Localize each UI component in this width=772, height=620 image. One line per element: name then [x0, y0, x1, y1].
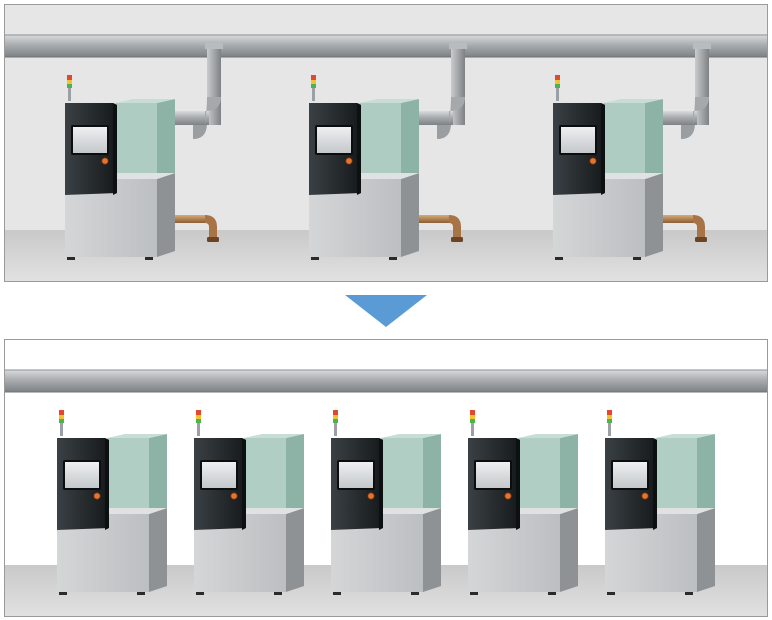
green-light-icon — [555, 84, 560, 88]
floor-pipe — [175, 215, 207, 223]
power-button-icon — [367, 492, 375, 500]
power-button-icon — [345, 157, 353, 165]
power-button-icon — [101, 157, 109, 165]
yellow-light-icon — [555, 80, 560, 84]
exhaust-duct — [451, 45, 465, 125]
green-light-icon — [607, 419, 612, 423]
machine-5 — [605, 410, 715, 595]
red-light-icon — [333, 410, 338, 415]
machine-2 — [194, 410, 304, 595]
before-scene-illustration — [5, 5, 767, 281]
exhaust-connector — [413, 111, 453, 125]
red-light-icon — [67, 75, 72, 80]
power-button-icon — [504, 492, 512, 500]
green-light-icon — [470, 419, 475, 423]
machine-screen — [65, 462, 99, 488]
yellow-light-icon — [333, 415, 338, 419]
machine-screen — [317, 127, 351, 153]
machine-screen — [202, 462, 236, 488]
machine-1 — [65, 75, 175, 260]
machine-4 — [468, 410, 578, 595]
before-scene-panel — [4, 4, 768, 282]
machine-screen — [613, 462, 647, 488]
machine-2 — [309, 75, 419, 260]
floor-pipe — [663, 215, 695, 223]
green-light-icon — [59, 419, 64, 423]
red-light-icon — [607, 410, 612, 415]
power-button-icon — [641, 492, 649, 500]
exhaust-duct — [695, 45, 709, 125]
red-light-icon — [311, 75, 316, 80]
yellow-light-icon — [311, 80, 316, 84]
exhaust-duct — [207, 45, 221, 125]
exhaust-connector — [169, 111, 209, 125]
exhaust-connector — [657, 111, 697, 125]
red-light-icon — [470, 410, 475, 415]
green-light-icon — [67, 84, 72, 88]
machine-screen — [476, 462, 510, 488]
power-button-icon — [589, 157, 597, 165]
yellow-light-icon — [196, 415, 201, 419]
power-button-icon — [230, 492, 238, 500]
machine-screen — [561, 127, 595, 153]
power-button-icon — [93, 492, 101, 500]
red-light-icon — [196, 410, 201, 415]
yellow-light-icon — [67, 80, 72, 84]
after-scene-illustration — [5, 340, 767, 616]
machine-1 — [57, 410, 167, 595]
after-scene-panel — [4, 339, 768, 617]
red-light-icon — [555, 75, 560, 80]
machine-3 — [331, 410, 441, 595]
green-light-icon — [311, 84, 316, 88]
ceiling-pipe — [5, 370, 767, 392]
green-light-icon — [333, 419, 338, 423]
ceiling-pipe — [5, 35, 767, 57]
red-light-icon — [59, 410, 64, 415]
yellow-light-icon — [470, 415, 475, 419]
machine-3 — [553, 75, 663, 260]
machine-screen — [73, 127, 107, 153]
yellow-light-icon — [607, 415, 612, 419]
machine-screen — [339, 462, 373, 488]
floor-pipe — [419, 215, 451, 223]
yellow-light-icon — [59, 415, 64, 419]
green-light-icon — [196, 419, 201, 423]
